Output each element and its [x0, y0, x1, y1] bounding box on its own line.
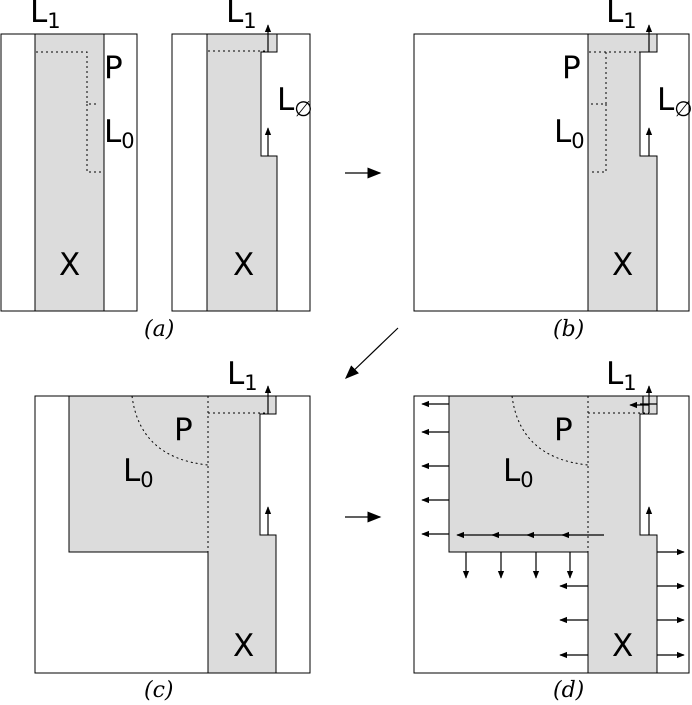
- stem-right-arrows: [657, 548, 685, 659]
- panel-b: L1 P L∅ L0 X (b): [413, 0, 692, 342]
- panel-d: L1 P L0 X (d): [413, 356, 690, 703]
- panel-c: L1 P L0 X (c): [34, 356, 311, 703]
- label-l1: L1: [30, 0, 61, 33]
- label-l1: L1: [606, 356, 637, 395]
- label-l1: L1: [227, 356, 258, 395]
- label-l0: L0: [503, 453, 534, 492]
- bottom-edge-arrows: [462, 552, 574, 579]
- stem-left-arrows: [559, 582, 588, 659]
- panel-a: L1 P L0 X L1 L∅ X (a): [0, 0, 313, 342]
- label-x: X: [233, 247, 254, 283]
- label-x: X: [612, 628, 633, 664]
- caption-b: (b): [553, 317, 584, 342]
- label-l0: L0: [123, 453, 154, 492]
- label-p: P: [554, 412, 573, 448]
- label-lempty: L∅: [277, 82, 313, 121]
- label-l0: L0: [554, 114, 585, 153]
- label-p: P: [174, 412, 193, 448]
- caption-a: (a): [144, 317, 174, 342]
- caption-d: (d): [553, 678, 584, 703]
- label-x: X: [233, 628, 254, 664]
- transition-arrow-diagonal: [344, 327, 399, 379]
- label-lempty: L∅: [657, 82, 692, 121]
- label-l1: L1: [226, 0, 257, 33]
- panel-a-left-box: L1 P L0 X: [0, 0, 138, 312]
- label-x: X: [612, 247, 633, 283]
- label-p: P: [104, 50, 123, 86]
- label-x: X: [59, 247, 80, 283]
- caption-c: (c): [144, 678, 174, 703]
- left-edge-arrows: [421, 400, 449, 538]
- label-p: P: [562, 50, 581, 86]
- label-l0: L0: [104, 114, 135, 153]
- label-l1: L1: [606, 0, 637, 33]
- panel-a-right-box: L1 L∅ X: [171, 0, 313, 312]
